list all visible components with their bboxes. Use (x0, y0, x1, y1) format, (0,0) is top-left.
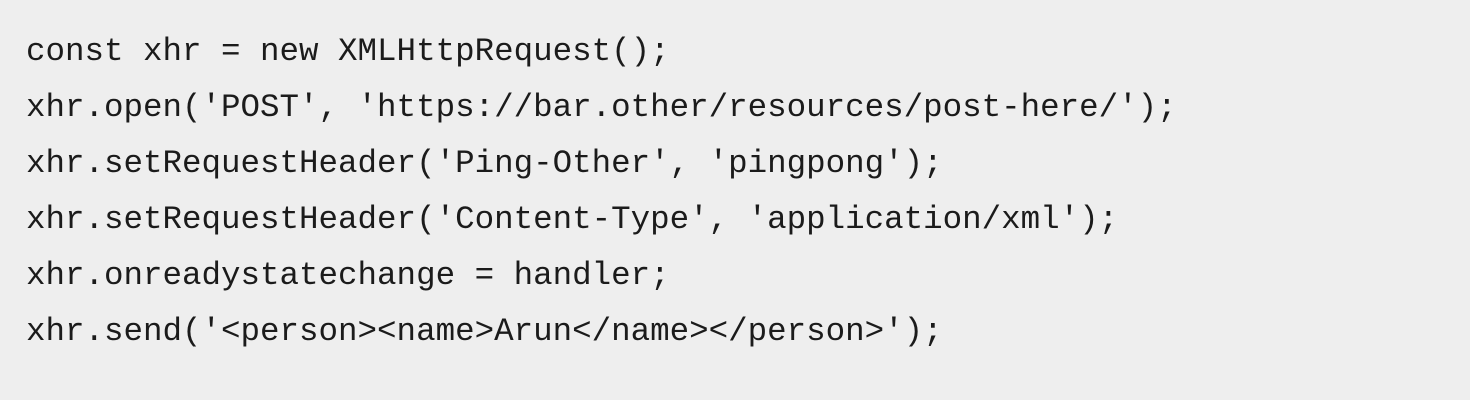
code-line-3: xhr.setRequestHeader('Ping-Other', 'ping… (26, 145, 943, 182)
code-line-6: xhr.send('<person><name>Arun</name></per… (26, 313, 943, 350)
code-line-2: xhr.open('POST', 'https://bar.other/reso… (26, 89, 1177, 126)
code-line-4: xhr.setRequestHeader('Content-Type', 'ap… (26, 201, 1119, 238)
code-line-5: xhr.onreadystatechange = handler; (26, 257, 670, 294)
code-line-1: const xhr = new XMLHttpRequest(); (26, 33, 670, 70)
